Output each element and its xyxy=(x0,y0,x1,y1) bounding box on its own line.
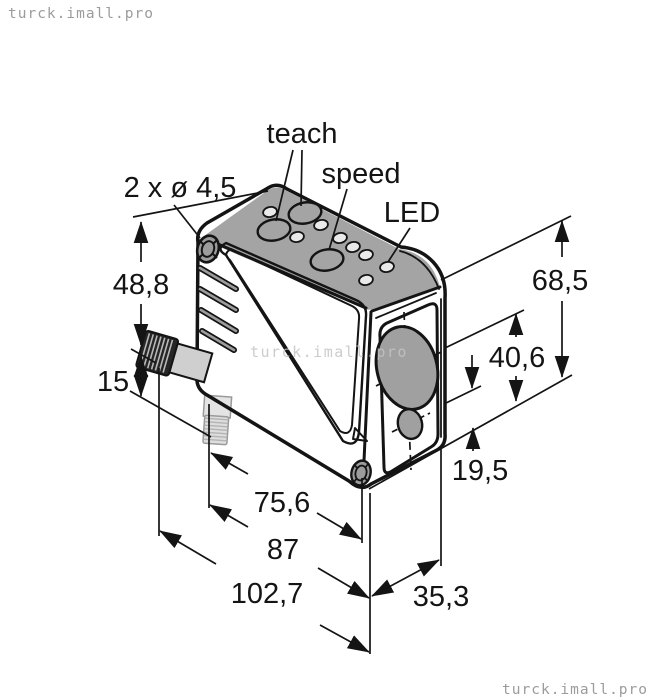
watermark-bottom-right: turck.imall.pro xyxy=(502,682,648,698)
led-dot-target xyxy=(379,260,395,274)
receiver-lens xyxy=(374,325,440,411)
dim-lens-center-height: 40,6 xyxy=(489,342,545,374)
dimension-lines xyxy=(133,220,570,653)
label-speed: speed xyxy=(321,158,400,190)
edge-top-right xyxy=(370,285,442,313)
corner-chamfer-line xyxy=(399,250,440,290)
side-groove-outer xyxy=(219,241,368,445)
extension-lines xyxy=(129,190,573,654)
teach-button-2 xyxy=(287,201,323,225)
beam-arrow-marker xyxy=(352,427,368,442)
speed-button xyxy=(309,248,345,272)
teach-button-1 xyxy=(256,218,292,242)
emitter-lens xyxy=(396,407,424,441)
dim-housing-depth: 87 xyxy=(267,534,299,566)
edge-front-ridge xyxy=(361,310,373,484)
label-mounting-holes: 2 x ø 4,5 xyxy=(124,172,237,204)
mounting-screw-top xyxy=(195,234,221,264)
watermark-center: turck.imall.pro xyxy=(250,343,408,361)
dim-total-height: 68,5 xyxy=(532,265,588,297)
leader-lines xyxy=(173,149,411,263)
side-fins xyxy=(197,265,239,353)
label-teach: teach xyxy=(267,118,338,150)
leader-speed xyxy=(328,188,348,251)
body-silhouette xyxy=(195,183,447,490)
sensor-body xyxy=(195,183,447,490)
side-groove-inner xyxy=(225,248,361,434)
dim-emitter-center-height: 19,5 xyxy=(452,455,508,487)
leader-led xyxy=(387,227,411,263)
leader-mounting-hole xyxy=(173,204,201,239)
labels: 2 x ø 4,5 teach speed LED 48,8 15 68,5 4… xyxy=(97,118,588,613)
dim-total-depth: 102,7 xyxy=(231,578,304,610)
mounting-screw-bottom xyxy=(350,459,372,487)
front-optics-panel xyxy=(378,302,440,475)
top-face xyxy=(201,187,440,310)
watermark-top-left: turck.imall.pro xyxy=(8,6,154,22)
dim-connector-length: 15 xyxy=(97,366,129,398)
panel-chamfer-top xyxy=(375,292,437,319)
dim-body-depth: 75,6 xyxy=(254,487,310,519)
dim-upper-height: 48,8 xyxy=(113,269,169,301)
dim-width: 35,3 xyxy=(413,581,469,613)
label-led: LED xyxy=(384,197,440,229)
leader-teach-1 xyxy=(275,149,294,222)
leader-teach-2 xyxy=(300,149,303,207)
led-indicators xyxy=(262,205,395,287)
